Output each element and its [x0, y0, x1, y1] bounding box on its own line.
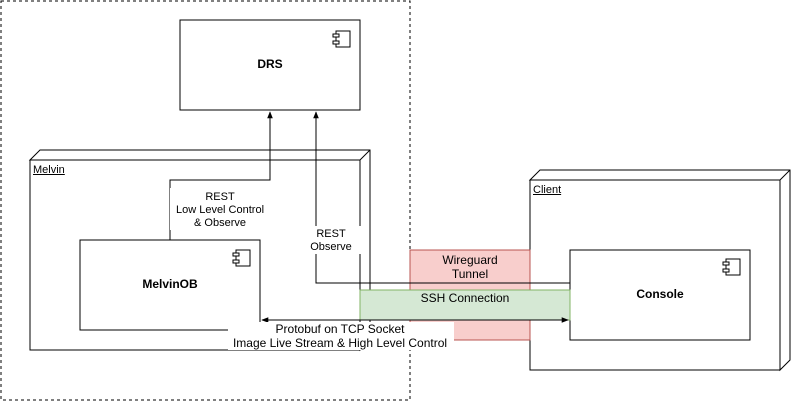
- console-label: Console: [636, 287, 684, 301]
- console-component-icon: [722, 258, 741, 276]
- rest-low-level-line1: REST: [205, 191, 235, 203]
- protobuf-line2: Image Live Stream & High Level Control: [232, 336, 448, 350]
- client-node-label: Client: [533, 184, 562, 196]
- drs-component[interactable]: [179, 19, 361, 111]
- protobuf-line1: Protobuf on TCP Socket: [275, 322, 405, 336]
- rest-observe-label: REST Observe: [300, 228, 362, 254]
- wireguard-label: Wireguard Tunnel: [410, 253, 530, 281]
- rest-low-level-line2: Low Level Control: [175, 204, 265, 216]
- rest-observe-line1: REST: [316, 228, 346, 240]
- rest-observe-line2: Observe: [310, 241, 352, 253]
- console-component[interactable]: [569, 249, 751, 341]
- ssh-connection: [359, 289, 571, 321]
- protobuf-label: Protobuf on TCP Socket Image Live Stream…: [220, 322, 460, 350]
- drs-label: DRS: [257, 57, 283, 71]
- onboard-boundary: [0, 0, 411, 401]
- melvin-node-label: Melvin: [33, 164, 65, 176]
- wireguard-line2: Tunnel: [451, 267, 489, 281]
- drs-component-icon: [332, 30, 351, 48]
- wireguard-line1: Wireguard: [442, 253, 498, 267]
- ssh-connection-label: SSH Connection: [420, 291, 510, 305]
- melvinob-label: MelvinOB: [142, 277, 198, 291]
- rest-observe-edge: [313, 111, 570, 284]
- rest-low-level-line3: & Observe: [194, 217, 246, 229]
- rest-low-level-label: REST Low Level Control & Observe: [160, 191, 280, 230]
- melvinob-component-icon: [232, 249, 251, 267]
